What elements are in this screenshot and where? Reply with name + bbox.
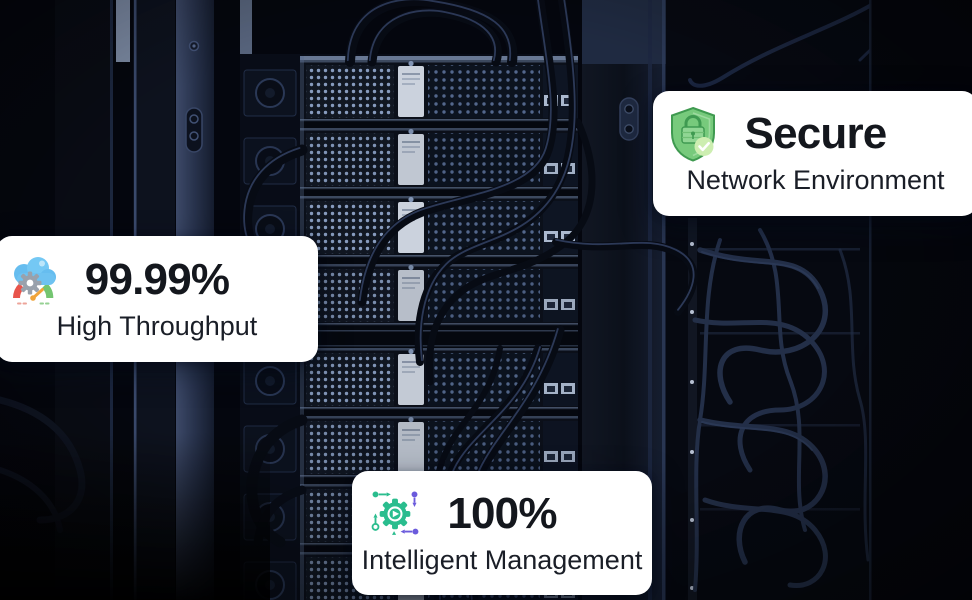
management-card-title-row: 100% [371, 488, 557, 538]
secure-card-title: Secure [744, 109, 888, 159]
management-card-subtitle: Intelligent Management [361, 544, 643, 575]
throughput-card-title-row: 99.99% [12, 254, 230, 305]
gear-play-circuit-icon [369, 486, 421, 542]
management-card: 100% Intelligent Management [352, 471, 652, 595]
management-card-title: 100% [447, 488, 557, 538]
secure-card-subtitle: Network Environment [686, 165, 945, 196]
throughput-card: 99.99% High Throughput [0, 236, 318, 362]
secure-card-title-row: Secure [670, 107, 888, 162]
secure-card: Secure Network Environment [653, 91, 972, 216]
cloud-gauge-icon [7, 252, 59, 308]
throughput-card-subtitle: High Throughput [56, 310, 258, 341]
throughput-card-title: 99.99% [84, 254, 230, 304]
shield-check-icon [667, 106, 719, 162]
